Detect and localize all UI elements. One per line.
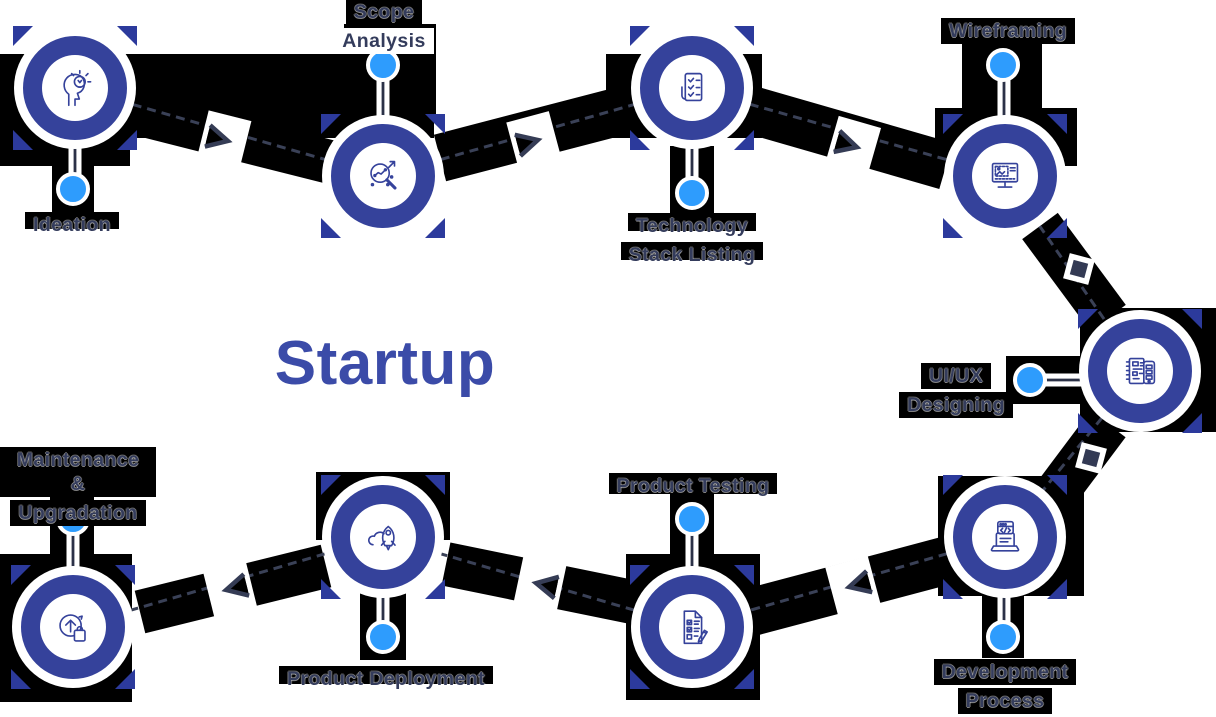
corner-bracket-icon <box>630 565 650 585</box>
connector-dot <box>675 176 709 210</box>
arrow-right-icon <box>196 110 252 170</box>
corner-bracket-icon <box>943 114 963 134</box>
node-icon-wrap <box>972 504 1038 570</box>
node-icon-wrap <box>1107 338 1173 404</box>
corner-bracket-icon <box>1182 309 1202 329</box>
corner-bracket-icon <box>13 130 33 150</box>
node-circle <box>633 29 751 147</box>
connector-dot <box>986 48 1020 82</box>
node-icon-wrap <box>42 55 108 121</box>
corner-bracket-icon <box>734 565 754 585</box>
square-marker-icon <box>1063 253 1095 285</box>
corner-bracket-icon <box>321 114 341 134</box>
node-development-process <box>943 475 1067 599</box>
corner-bracket-icon <box>1047 579 1067 599</box>
node-circle <box>324 478 442 596</box>
head-lightbulb-icon <box>63 69 92 107</box>
node-product-deployment <box>321 475 445 599</box>
corner-bracket-icon <box>943 579 963 599</box>
connector-dot <box>675 502 709 536</box>
arrow-left-icon <box>202 559 258 619</box>
node-label-development-process: Development Process <box>925 659 1085 717</box>
arrow-left-icon <box>513 554 567 614</box>
corner-bracket-icon <box>734 130 754 150</box>
square-marker-icon <box>1075 442 1107 474</box>
node-icon-wrap <box>350 504 416 570</box>
node-uiux-designing <box>1078 309 1202 433</box>
node-label-uiux-designing: UI/UX Designing <box>896 363 1016 421</box>
arrow-right-icon <box>824 115 882 177</box>
corner-bracket-icon <box>943 475 963 495</box>
corner-bracket-icon <box>630 130 650 150</box>
node-label-technology-stack-listing: Technology Stack Listing <box>612 213 772 271</box>
laptop-code-icon <box>990 520 1020 552</box>
corner-bracket-icon <box>11 565 31 585</box>
node-icon-wrap <box>659 55 725 121</box>
corner-bracket-icon <box>117 26 137 46</box>
node-label-ideation: Ideation <box>10 212 134 241</box>
corner-bracket-icon <box>115 565 135 585</box>
corner-bracket-icon <box>11 669 31 689</box>
corner-bracket-icon <box>321 579 341 599</box>
flow-arrows <box>196 110 1107 619</box>
corner-bracket-icon <box>115 669 135 689</box>
diagram-title: Startup <box>274 329 496 398</box>
node-circle <box>1081 312 1199 430</box>
node-label-scope-analysis: Scope Analysis <box>324 0 444 57</box>
corner-bracket-icon <box>425 114 445 134</box>
node-label-product-testing: Product Testing <box>603 473 783 502</box>
connector-dot <box>366 620 400 654</box>
monitor-wireframe-icon <box>991 162 1019 188</box>
corner-bracket-icon <box>321 218 341 238</box>
node-label-maintenance-upgradation: Maintenance & Upgradation <box>0 447 156 529</box>
notebook-phone-icon <box>1125 357 1156 385</box>
upgrade-arrow-bag-icon <box>59 614 86 642</box>
corner-bracket-icon <box>943 218 963 238</box>
node-scope-analysis <box>321 114 445 238</box>
node-circle <box>946 117 1064 235</box>
node-maintenance-upgradation <box>11 565 135 689</box>
rocket-cloud-icon <box>368 525 396 551</box>
magnifier-chart-icon <box>370 160 397 190</box>
node-product-testing <box>630 565 754 689</box>
corner-bracket-icon <box>13 26 33 46</box>
node-label-wireframing: Wireframing <box>930 18 1086 47</box>
corner-bracket-icon <box>1078 413 1098 433</box>
corner-bracket-icon <box>1182 413 1202 433</box>
corner-bracket-icon <box>425 579 445 599</box>
corner-bracket-icon <box>321 475 341 495</box>
corner-bracket-icon <box>630 26 650 46</box>
node-icon-wrap <box>972 143 1038 209</box>
corner-bracket-icon <box>1078 309 1098 329</box>
node-circle <box>633 568 751 686</box>
corner-bracket-icon <box>425 475 445 495</box>
node-circle <box>324 117 442 235</box>
node-icon-wrap <box>659 594 725 660</box>
node-circle <box>946 478 1064 596</box>
node-ideation <box>13 26 137 150</box>
corner-bracket-icon <box>1047 114 1067 134</box>
corner-bracket-icon <box>117 130 137 150</box>
corner-bracket-icon <box>630 669 650 689</box>
checklist-clipboard-icon <box>681 72 703 102</box>
connector-dot <box>1013 363 1047 397</box>
document-check-pencil-icon <box>683 610 708 645</box>
node-wireframing <box>943 114 1067 238</box>
corner-bracket-icon <box>425 218 445 238</box>
arrow-right-icon <box>506 111 562 171</box>
corner-bracket-icon <box>734 26 754 46</box>
node-icon-wrap <box>40 594 106 660</box>
node-circle <box>16 29 134 147</box>
connector-dot <box>986 620 1020 654</box>
corner-bracket-icon <box>734 669 754 689</box>
arrow-left-icon <box>825 556 881 616</box>
corner-bracket-icon <box>1047 218 1067 238</box>
node-label-product-deployment: Product Deployment <box>276 666 496 695</box>
node-circle <box>14 568 132 686</box>
connector-dot <box>56 172 90 206</box>
node-icon-wrap <box>350 143 416 209</box>
corner-bracket-icon <box>1047 475 1067 495</box>
node-technology-stack-listing <box>630 26 754 150</box>
